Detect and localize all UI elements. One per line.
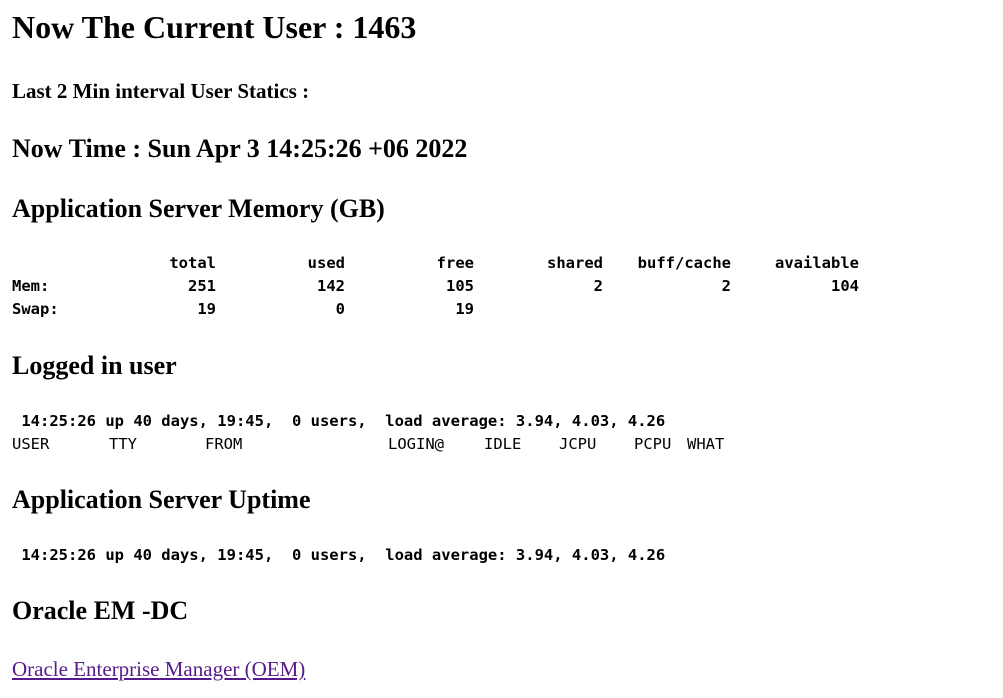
- current-user-title: Now The Current User : 1463: [12, 9, 417, 45]
- memory-value: 104: [831, 277, 859, 295]
- who-column-header: FROM: [205, 435, 243, 453]
- memory-value: 142: [317, 277, 345, 295]
- logged-in-heading: Logged in user: [12, 351, 177, 380]
- uptime-line: 14:25:26 up 40 days, 19:45, 0 users, loa…: [12, 546, 666, 564]
- memory-column-header: total: [169, 254, 216, 272]
- memory-row-label: Swap:: [12, 300, 59, 318]
- memory-column-header: shared: [547, 254, 603, 272]
- memory-value: 0: [335, 300, 345, 318]
- who-column-headers: USER TTY FROM LOGIN@ IDLE JCPU PCPU WHAT: [12, 433, 772, 456]
- memory-column-header: free: [436, 254, 474, 272]
- memory-column-header: used: [307, 254, 345, 272]
- memory-heading: Application Server Memory (GB): [12, 194, 385, 223]
- now-time: Now Time : Sun Apr 3 14:25:26 +06 2022: [12, 134, 468, 163]
- memory-value: 2: [721, 277, 731, 295]
- memory-value: 19: [455, 300, 474, 318]
- memory-value: 105: [446, 277, 474, 295]
- oem-link[interactable]: Oracle Enterprise Manager (OEM): [12, 657, 306, 681]
- who-column-header: TTY: [109, 435, 137, 453]
- logged-in-uptime-line: 14:25:26 up 40 days, 19:45, 0 users, loa…: [12, 412, 666, 430]
- who-column-header: WHAT: [687, 435, 725, 453]
- who-column-header: USER: [12, 435, 50, 453]
- who-column-header: JCPU: [559, 435, 597, 453]
- oem-heading: Oracle EM -DC: [12, 596, 189, 625]
- who-column-header: LOGIN@: [388, 435, 444, 453]
- memory-column-header: available: [775, 254, 859, 272]
- who-column-header: IDLE: [484, 435, 522, 453]
- memory-value: 251: [188, 277, 216, 295]
- interval-label: Last 2 Min interval User Statics :: [12, 79, 310, 103]
- uptime-heading: Application Server Uptime: [12, 485, 311, 514]
- memory-row-label: Mem:: [12, 277, 50, 295]
- who-column-header: PCPU: [634, 435, 672, 453]
- memory-value: 19: [197, 300, 216, 318]
- memory-column-header: buff/cache: [637, 254, 731, 272]
- memory-value: 2: [593, 277, 603, 295]
